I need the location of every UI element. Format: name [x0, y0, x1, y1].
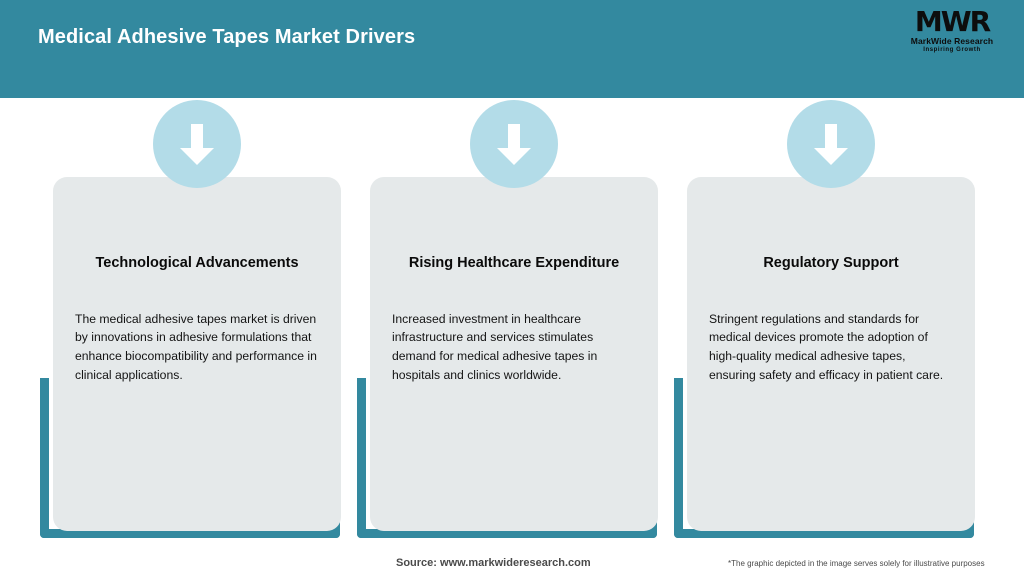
- card-body-text: The medical adhesive tapes market is dri…: [75, 311, 317, 383]
- driver-card-unit: Rising Healthcare Expenditure Increased …: [357, 98, 674, 538]
- card-body-text: Increased investment in healthcare infra…: [392, 311, 598, 383]
- header-band: Medical Adhesive Tapes Market Drivers MW…: [0, 0, 1024, 98]
- disclaimer-note: *The graphic depicted in the image serve…: [728, 559, 985, 568]
- arrow-down-icon: [470, 100, 558, 188]
- logo-mark-icon: MWR: [914, 5, 991, 38]
- source-note: Source: www.markwideresearch.com: [396, 557, 591, 569]
- page-title: Medical Adhesive Tapes Market Drivers: [38, 26, 416, 48]
- logo-tagline: Inspiring Growth: [923, 46, 981, 53]
- logo-company-name: MarkWide Research: [910, 36, 994, 46]
- arrow-down-icon: [787, 100, 875, 188]
- card-title: Regulatory Support: [763, 255, 899, 271]
- driver-card: Technological Advancements The medical a…: [53, 100, 341, 531]
- brand-logo: MWR MarkWide Research Inspiring Growth: [898, 8, 1006, 62]
- driver-card: Rising Healthcare Expenditure Increased …: [370, 100, 658, 531]
- driver-card-unit: Regulatory Support Stringent regulations…: [674, 98, 991, 538]
- card-body-text: Stringent regulations and standards for …: [709, 311, 944, 383]
- arrow-down-icon: [153, 100, 241, 188]
- card-title: Rising Healthcare Expenditure: [408, 255, 620, 271]
- driver-card-unit: Technological Advancements The medical a…: [40, 98, 357, 538]
- card-title: Technological Advancements: [95, 255, 299, 271]
- driver-card: Regulatory Support Stringent regulations…: [687, 100, 975, 531]
- driver-cards-container: Technological Advancements The medical a…: [0, 98, 1024, 538]
